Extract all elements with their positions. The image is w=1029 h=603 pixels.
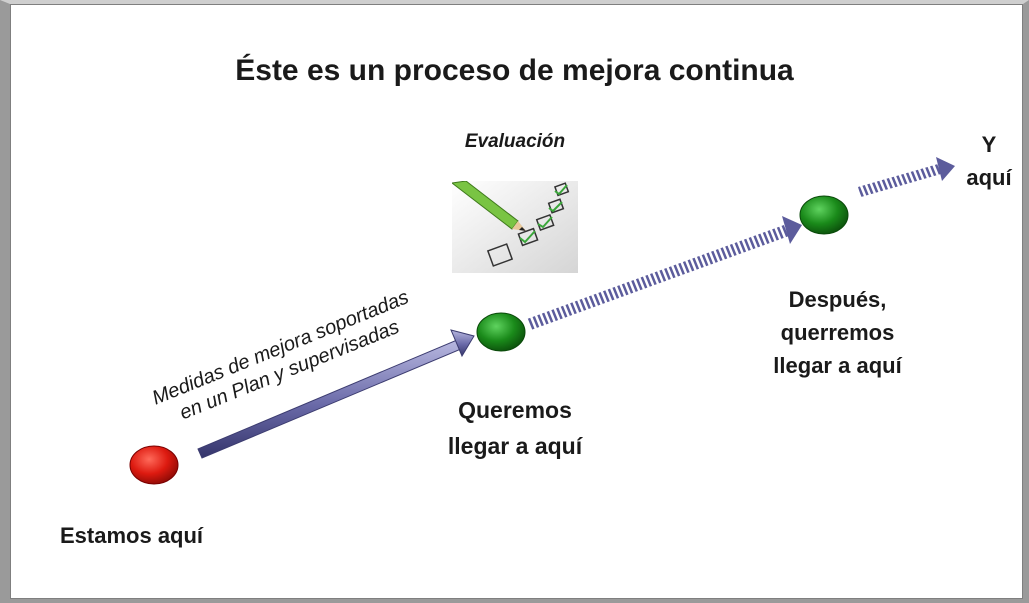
dotted-arrow-2	[858, 157, 955, 197]
evaluation-label: Evaluación	[464, 131, 566, 152]
second-goal-label: Después, querremos llegar a aquí	[773, 287, 902, 378]
slide-frame	[10, 4, 1023, 599]
checklist-pencil-icon	[452, 181, 578, 273]
current-position-label: Estamos aquí	[60, 523, 204, 548]
page-title: Éste es un proceso de mejora continua	[235, 54, 794, 87]
first-goal-label: Queremos llegar a aquí	[447, 397, 583, 459]
solid-arrow	[197, 329, 475, 459]
current-position-dot	[129, 445, 179, 485]
dotted-arrow-1	[527, 216, 802, 330]
second-goal-dot	[799, 195, 849, 235]
first-goal-dot	[476, 312, 526, 352]
final-goal-label: Y aquí	[966, 132, 1012, 190]
